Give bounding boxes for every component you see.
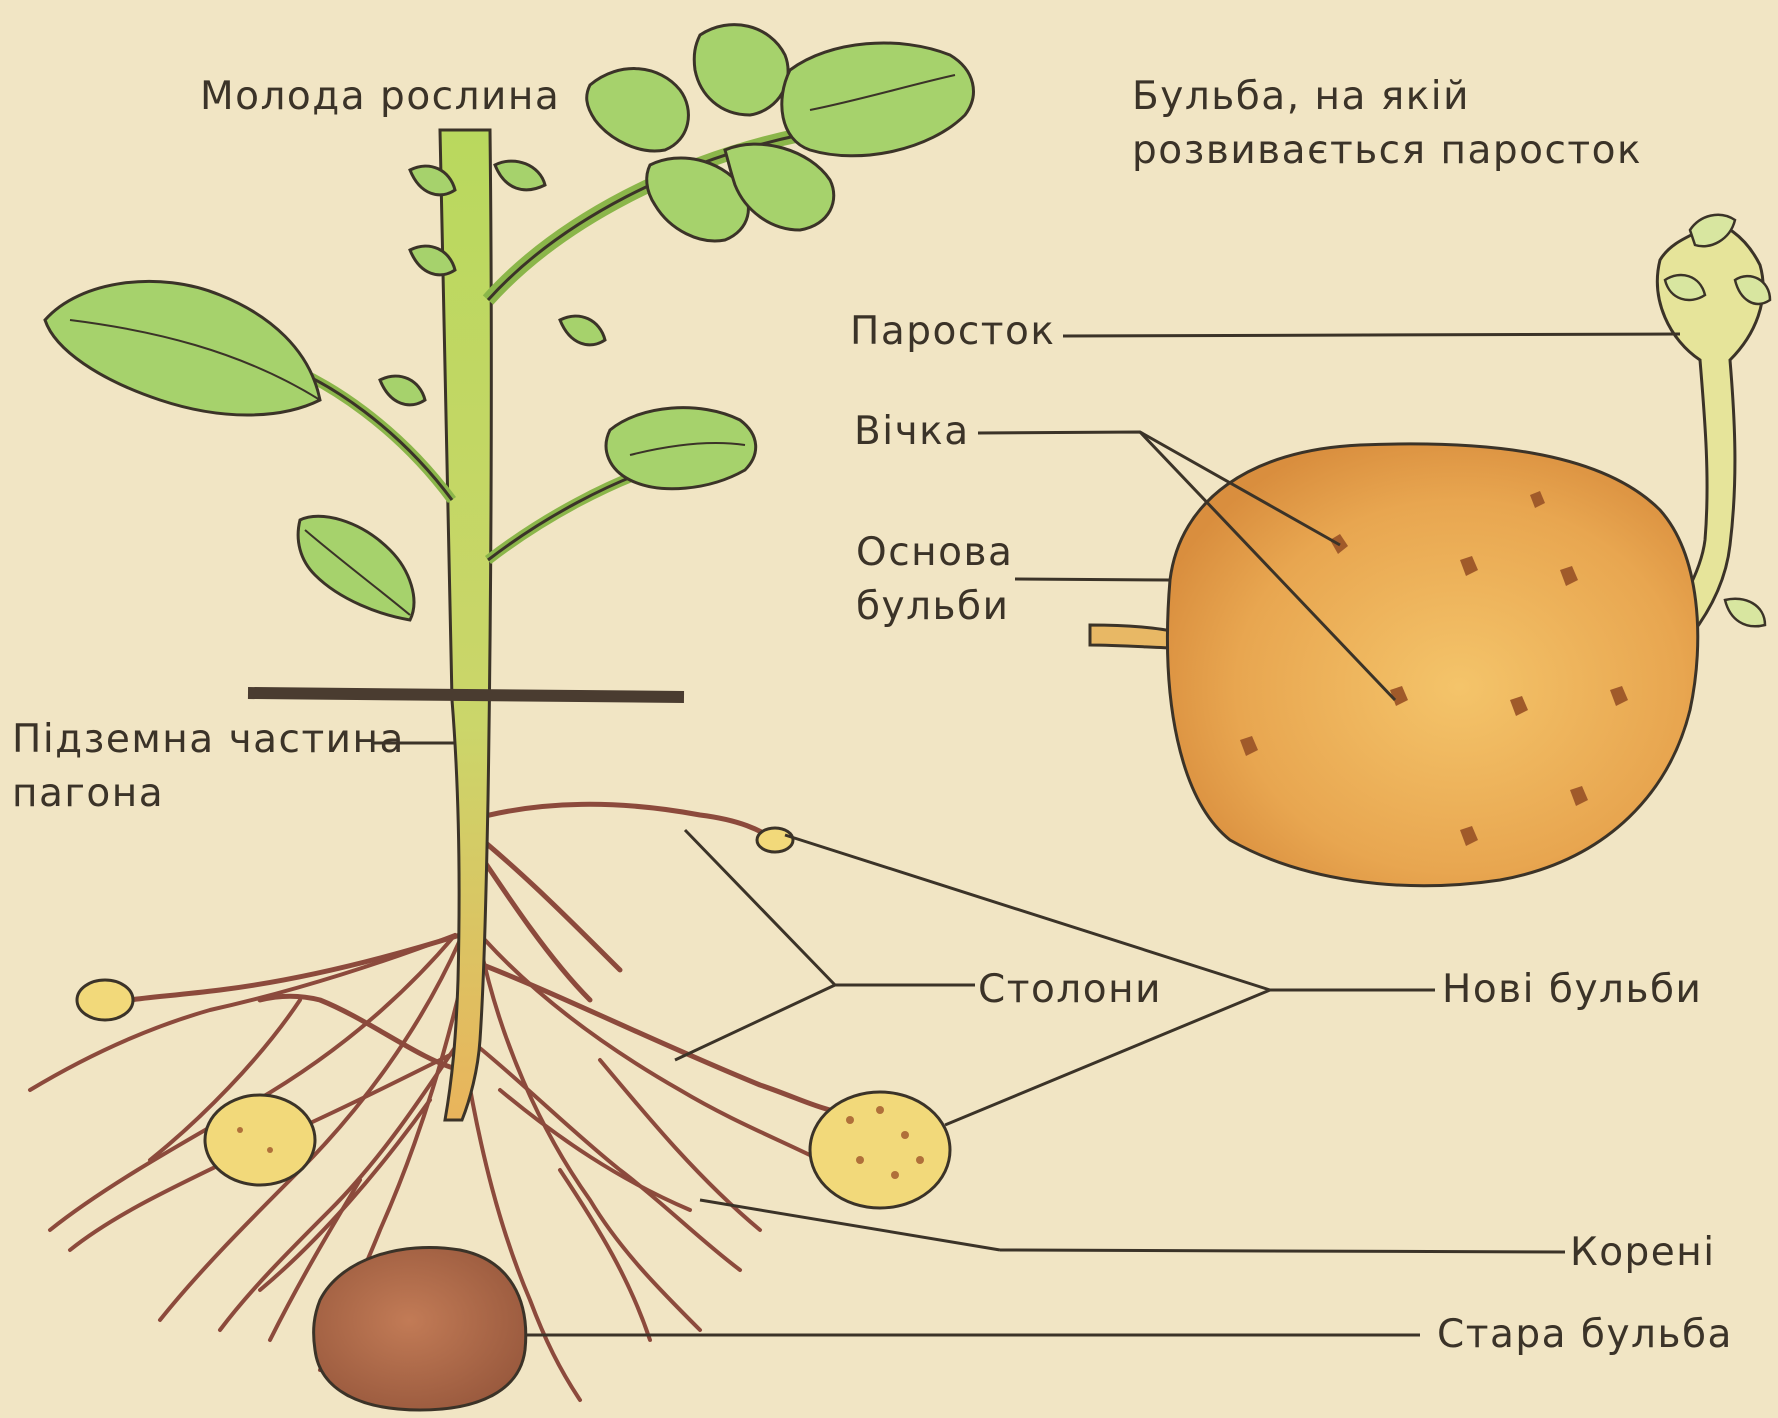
old-tuber [314,1247,526,1410]
label-tuber-base-line-2: бульби [856,580,1013,634]
label-stolons: Столони [978,963,1162,1017]
label-underground-shoot-line-1: Підземна частина [12,713,405,767]
label-underground-shoot: Підземна частина пагона [12,713,405,821]
label-roots: Корені [1570,1226,1716,1280]
label-sprouting-tuber-line-2: розвивається паросток [1132,124,1642,178]
label-sprouting-tuber-line-1: Бульба, на якій [1132,70,1642,124]
tuber-base-stalk [1090,625,1175,648]
sprouting-tuber [1090,215,1770,886]
label-eyes: Вічка [854,405,970,459]
stem [440,130,491,1120]
soil-line [248,693,684,697]
label-new-tubers: Нові бульби [1442,963,1702,1017]
label-sprouting-tuber: Бульба, на якій розвивається паросток [1132,70,1642,178]
tuber-body [1168,444,1698,886]
label-tuber-base-line-1: Основа [856,526,1013,580]
label-old-tuber: Стара бульба [1437,1308,1733,1362]
label-young-plant: Молода рослина [200,70,560,124]
label-sprout: Паросток [850,305,1055,359]
label-tuber-base: Основа бульби [856,526,1013,634]
label-underground-shoot-line-2: пагона [12,767,405,821]
new-tubers [77,828,950,1208]
